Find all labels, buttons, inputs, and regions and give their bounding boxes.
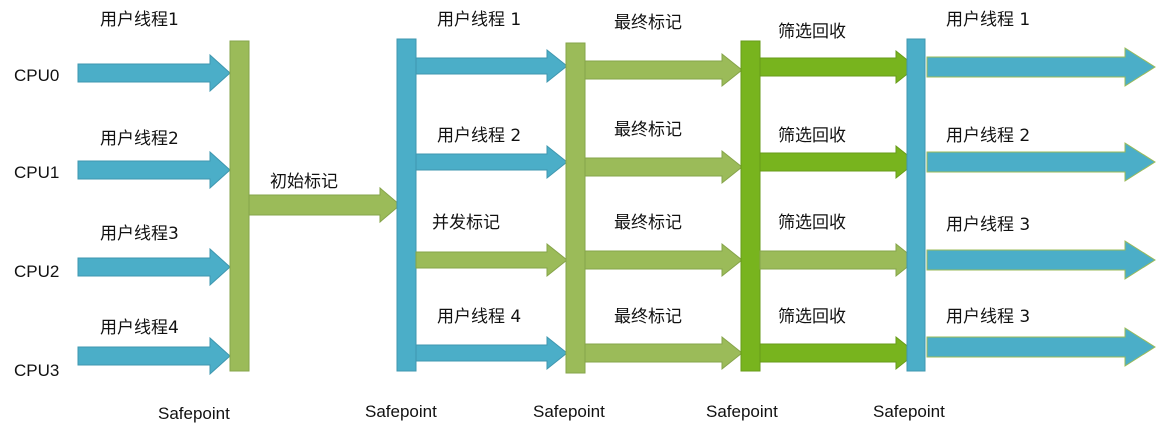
safepoint-label: Safepoint [365, 402, 437, 421]
user-thread-arrow [415, 335, 568, 371]
safepoint-bar [906, 38, 926, 372]
initial-mark-arrow [248, 186, 401, 224]
phase5-label: 用户线程 1 [946, 10, 1031, 30]
safepoint-label: Safepoint [873, 402, 945, 421]
phase2-label: 用户线程 4 [437, 307, 522, 327]
evacuation-label: 筛选回收 [778, 126, 846, 146]
user-thread-arrow [926, 142, 1156, 182]
evacuation-arrow [759, 335, 917, 371]
phase2-label: 用户线程 2 [437, 126, 522, 146]
final-mark-arrow [584, 52, 743, 88]
user-thread-arrow [926, 240, 1156, 280]
evacuation-label: 筛选回收 [778, 213, 846, 233]
final-mark-label: 最终标记 [614, 120, 682, 140]
evacuation-label: 筛选回收 [778, 307, 846, 327]
final-mark-label: 最终标记 [614, 213, 682, 233]
phase2-label: 用户线程 1 [437, 10, 522, 30]
safepoint-bar [740, 40, 761, 372]
phase5-label: 用户线程 3 [946, 215, 1031, 235]
cpu-label: CPU1 [14, 163, 60, 182]
cpu-label: CPU3 [14, 361, 60, 380]
evacuation-arrow [759, 144, 917, 180]
thread-label: 用户线程1 [100, 10, 179, 30]
thread-label: 用户线程4 [100, 318, 179, 338]
user-thread-arrow [926, 327, 1156, 367]
safepoint-bar [565, 42, 586, 374]
evacuation-arrow [759, 242, 917, 278]
final-mark-label: 最终标记 [614, 13, 682, 33]
thread-label: 用户线程2 [100, 129, 179, 149]
final-mark-label: 最终标记 [614, 307, 682, 327]
user-thread-arrow [415, 144, 568, 180]
safepoint-label: Safepoint [533, 402, 605, 421]
cpu-thread-arrow [77, 247, 231, 287]
initial-mark-label: 初始标记 [270, 172, 338, 192]
cpu-thread-arrow [77, 336, 231, 376]
cpu-label: CPU0 [14, 66, 60, 85]
phase5-label: 用户线程 2 [946, 126, 1031, 146]
thread-label: 用户线程3 [100, 224, 179, 244]
cpu-thread-arrow [77, 53, 231, 93]
phase5-label: 用户线程 3 [946, 307, 1031, 327]
concurrent-mark-label: 并发标记 [432, 213, 500, 233]
final-mark-arrow [584, 149, 743, 185]
safepoint-bar [396, 38, 417, 372]
final-mark-arrow [584, 335, 743, 371]
cpu-label: CPU2 [14, 262, 60, 281]
final-mark-arrow [584, 242, 743, 278]
concurrent-mark-arrow [415, 242, 568, 278]
cpu-thread-arrow [77, 150, 231, 190]
safepoint-bar [229, 40, 250, 372]
evacuation-arrow [759, 49, 917, 85]
safepoint-label: Safepoint [158, 404, 230, 423]
user-thread-arrow [415, 48, 568, 84]
user-thread-arrow [926, 47, 1156, 87]
safepoint-label: Safepoint [706, 402, 778, 421]
evacuation-label: 筛选回收 [778, 22, 846, 42]
